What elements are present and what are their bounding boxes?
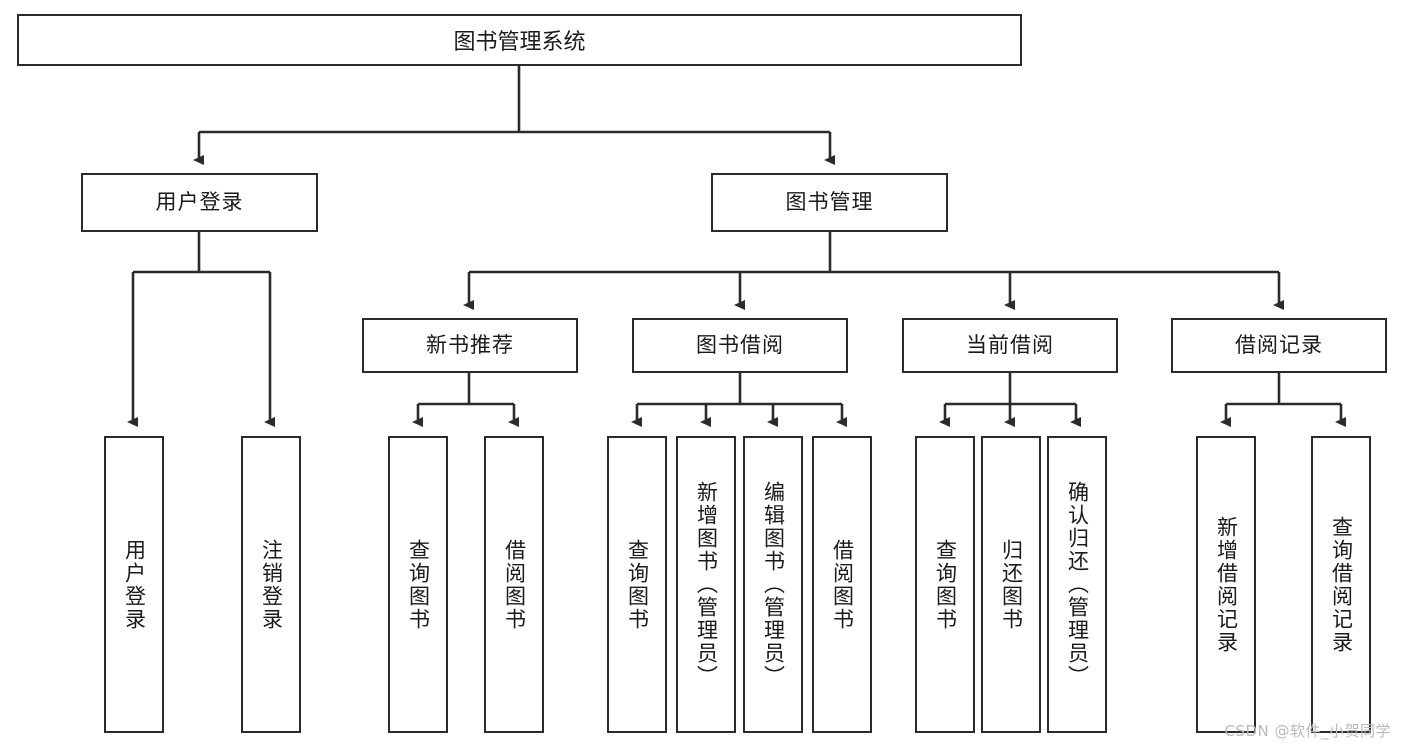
node-leaf-add-record-label: 新增借阅记录 (1214, 515, 1239, 654)
node-leaf-query-book-2[interactable]: 查询图书 (607, 436, 667, 733)
node-user-login-label: 用户登录 (155, 189, 244, 214)
node-new-book-recommend-label: 新书推荐 (426, 332, 514, 357)
node-leaf-edit-book-label: 编辑图书（管理员） (761, 481, 786, 688)
node-user-login[interactable]: 用户登录 (81, 173, 318, 232)
node-leaf-borrow-book-1-label: 借阅图书 (502, 538, 527, 631)
node-leaf-edit-book[interactable]: 编辑图书（管理员） (743, 436, 803, 733)
node-leaf-borrow-book-1[interactable]: 借阅图书 (484, 436, 544, 733)
node-book-manage-label: 图书管理 (785, 189, 874, 214)
node-current-borrow[interactable]: 当前借阅 (902, 318, 1118, 373)
node-leaf-query-book-1[interactable]: 查询图书 (388, 436, 448, 733)
node-leaf-query-record[interactable]: 查询借阅记录 (1311, 436, 1371, 733)
node-leaf-query-record-label: 查询借阅记录 (1329, 515, 1354, 654)
node-leaf-user-login-label: 用户登录 (122, 538, 147, 631)
node-borrow-record[interactable]: 借阅记录 (1171, 318, 1387, 373)
node-leaf-query-book-3[interactable]: 查询图书 (915, 436, 975, 733)
node-leaf-borrow-book-2[interactable]: 借阅图书 (812, 436, 872, 733)
node-leaf-add-book[interactable]: 新增图书（管理员） (676, 436, 736, 733)
node-leaf-user-logout[interactable]: 注销登录 (241, 436, 301, 733)
node-leaf-user-login[interactable]: 用户登录 (104, 436, 164, 733)
node-leaf-return-book-label: 归还图书 (999, 538, 1024, 631)
node-leaf-user-logout-label: 注销登录 (259, 538, 284, 631)
node-leaf-confirm-return[interactable]: 确认归还（管理员） (1047, 436, 1107, 733)
node-book-borrow[interactable]: 图书借阅 (632, 318, 848, 373)
node-current-borrow-label: 当前借阅 (966, 332, 1054, 357)
node-leaf-add-book-label: 新增图书（管理员） (694, 481, 719, 688)
node-borrow-record-label: 借阅记录 (1235, 332, 1323, 357)
node-root-label: 图书管理系统 (453, 30, 586, 55)
node-root[interactable]: 图书管理系统 (17, 14, 1022, 66)
node-leaf-add-record[interactable]: 新增借阅记录 (1196, 436, 1256, 733)
watermark: CSDN @软件_小贺同学 (1224, 722, 1391, 740)
node-leaf-query-book-2-label: 查询图书 (625, 538, 650, 631)
node-book-borrow-label: 图书借阅 (696, 332, 784, 357)
node-leaf-borrow-book-2-label: 借阅图书 (830, 538, 855, 631)
node-new-book-recommend[interactable]: 新书推荐 (362, 318, 578, 373)
node-leaf-query-book-3-label: 查询图书 (933, 538, 958, 631)
node-leaf-query-book-1-label: 查询图书 (406, 538, 431, 631)
node-book-manage[interactable]: 图书管理 (711, 173, 948, 232)
node-leaf-return-book[interactable]: 归还图书 (981, 436, 1041, 733)
node-leaf-confirm-return-label: 确认归还（管理员） (1065, 481, 1090, 688)
